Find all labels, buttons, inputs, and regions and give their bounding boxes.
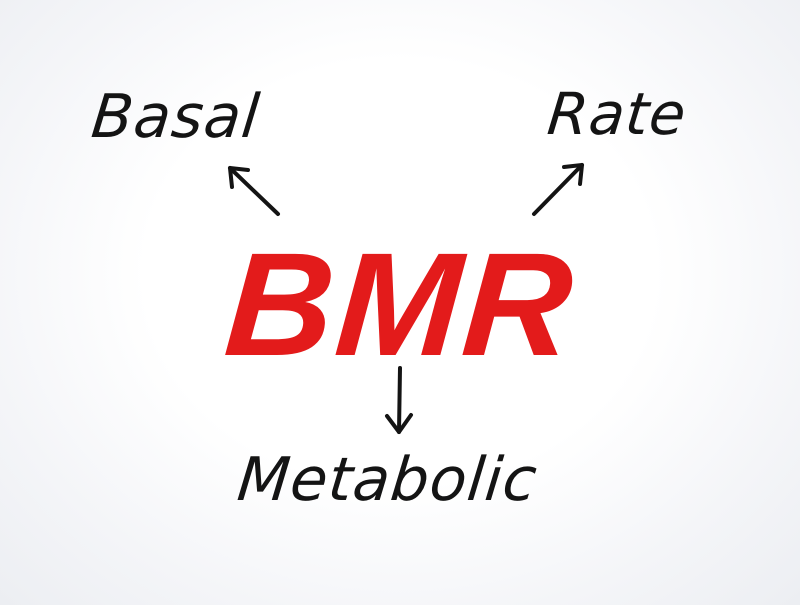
arrow-to-metabolic xyxy=(385,366,413,434)
arrow-to-rate xyxy=(532,163,584,216)
arrow-to-basal xyxy=(228,166,280,216)
